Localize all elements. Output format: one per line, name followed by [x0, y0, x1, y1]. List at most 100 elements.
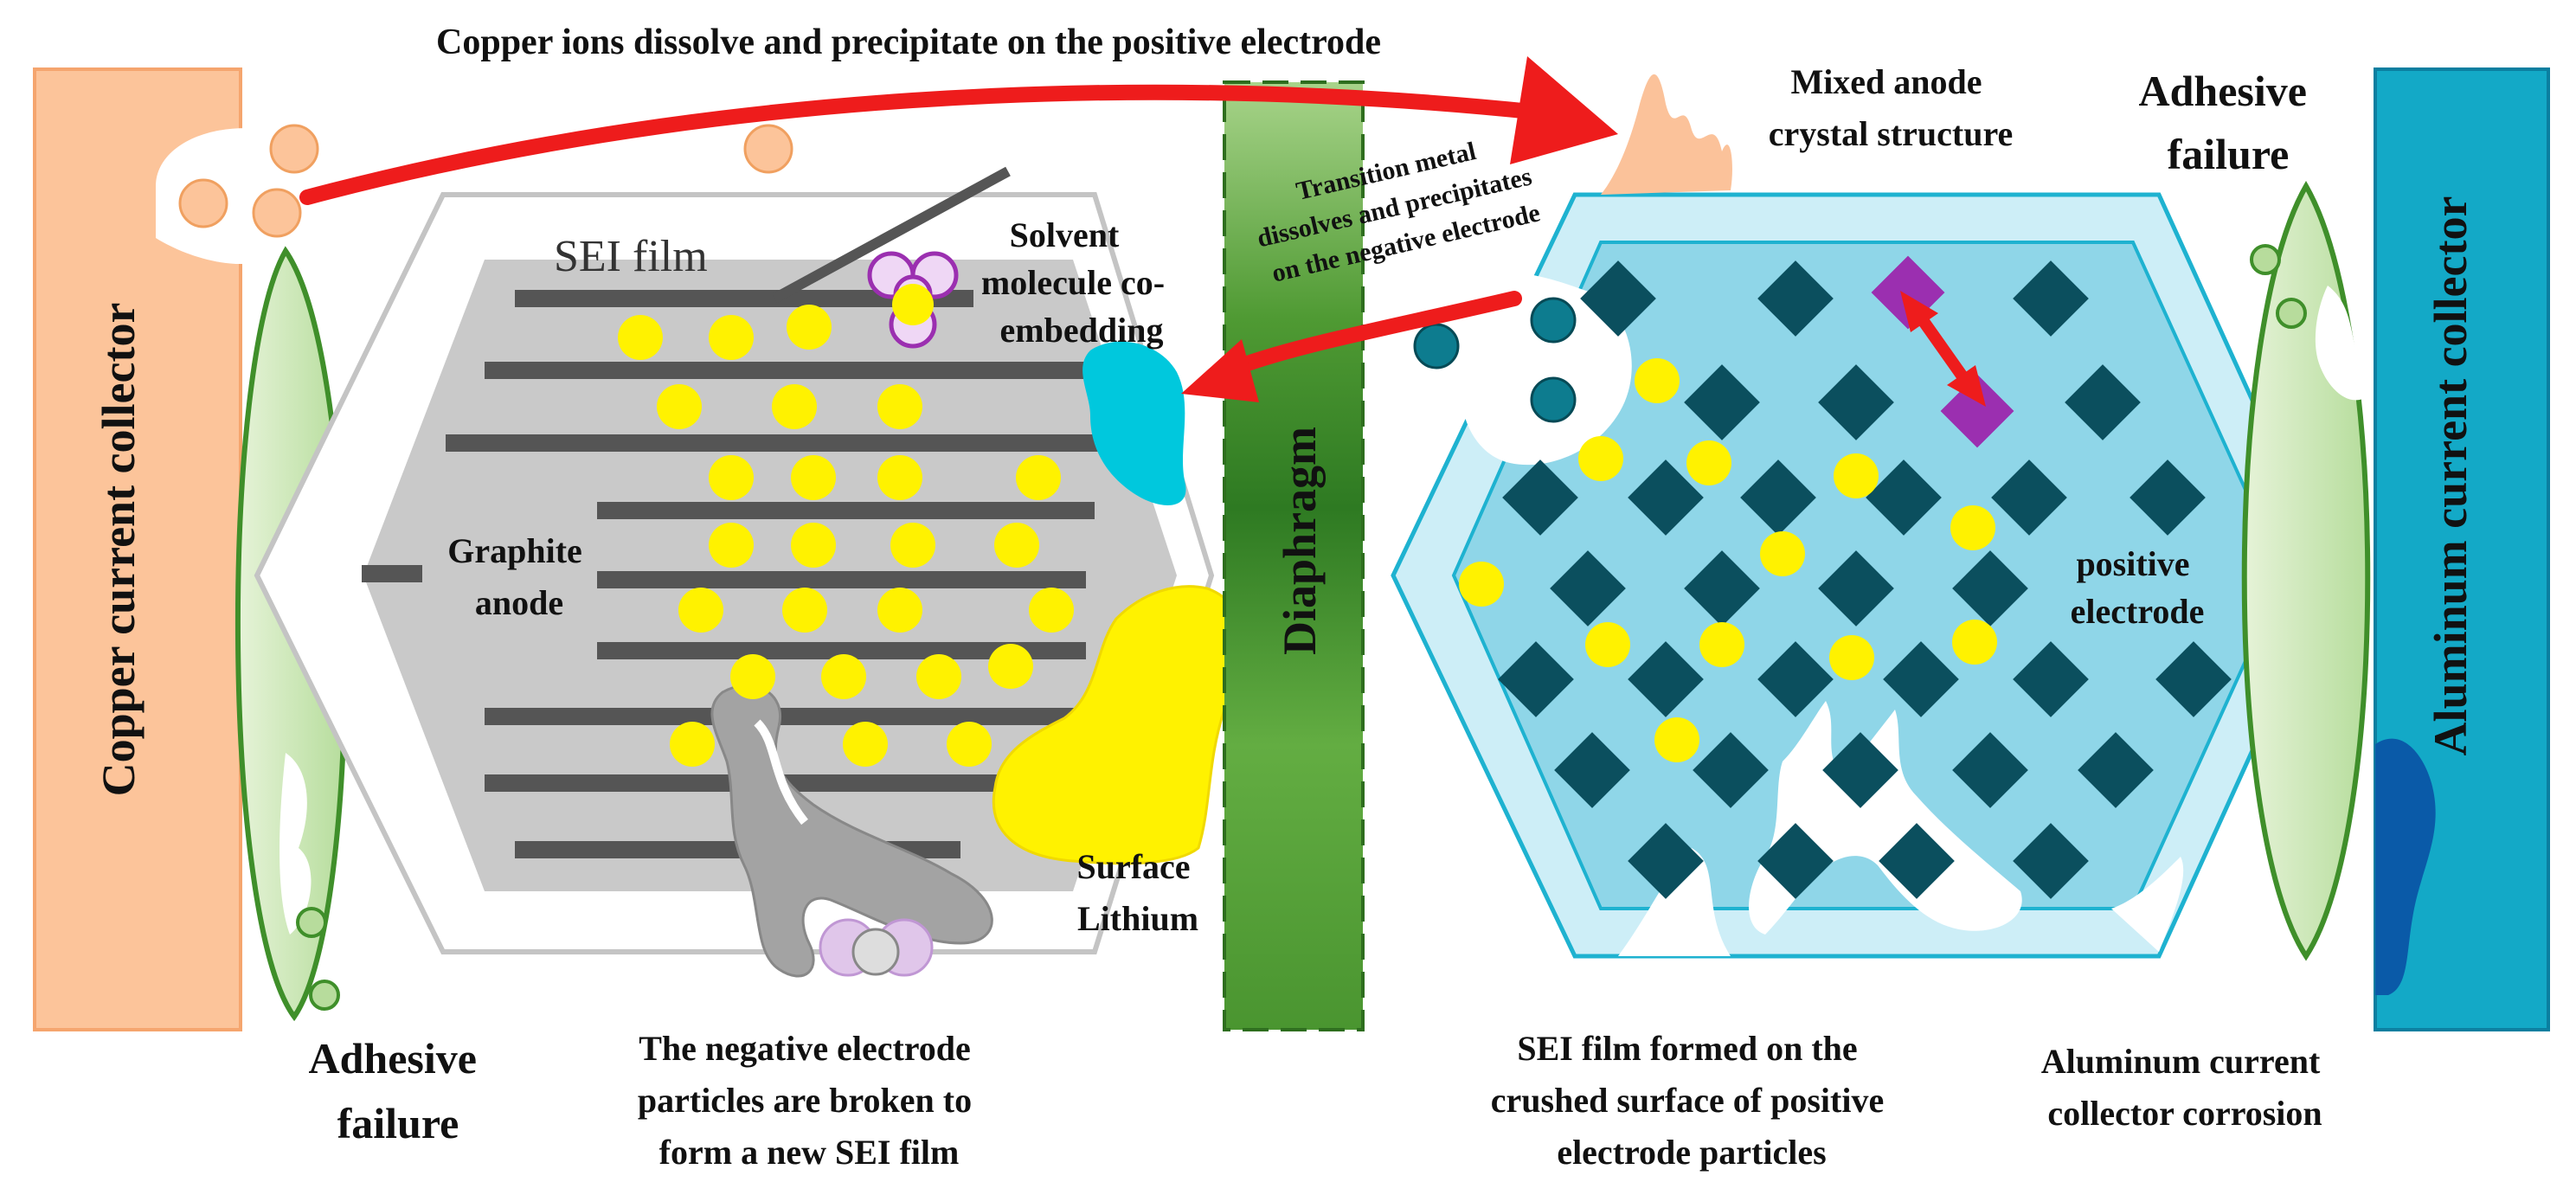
cathode-crack-center [1749, 701, 2022, 935]
cathode-crack-right [2111, 857, 2184, 952]
lithium-ion-icon [877, 455, 922, 500]
lithium-ion-icon [730, 654, 775, 699]
lithium-ion-icon [1760, 531, 1805, 576]
positive-electrode: positive electrode [1391, 74, 2335, 959]
transition-metal-pit [1460, 272, 1632, 466]
lithium-ion-icon [947, 722, 992, 767]
lithium-ion-icon [709, 523, 754, 568]
cathode-particle-icon [1550, 550, 1626, 626]
cathode-particle-icon [1554, 732, 1630, 808]
lithium-ion-icon [890, 523, 935, 568]
transition-metal-ion-icon [1530, 376, 1577, 423]
lithium-ion-icon [618, 315, 663, 360]
left-adhesive-crack [279, 753, 312, 935]
lithium-ion-icon [1578, 436, 1623, 481]
lithium-ion-icon [892, 284, 934, 325]
mixed-ion-icon [1940, 374, 2014, 448]
sei-crushed-label: SEI film formed on the crushed surface o… [1491, 1029, 1892, 1172]
graphite-anode-label: Graphite anode [447, 531, 591, 622]
lithium-ion-icon [1952, 620, 1997, 665]
cathode-particle-icon [1628, 459, 1704, 536]
transition-metal-ion-icon [1530, 297, 1577, 344]
cathode-particle-icon [1580, 260, 1656, 337]
lithium-ion-icon [994, 523, 1039, 568]
mixed-anode-crystal [1601, 74, 1732, 195]
copper-migration-arrow [299, 56, 1618, 205]
lithium-ion-icon [1834, 453, 1879, 498]
lithium-ion-icon [916, 654, 961, 699]
red-arrow-icon [299, 84, 1548, 205]
positive-electrode-label: positive electrode [2071, 544, 2205, 631]
gas-bubble-icon [309, 980, 340, 1011]
red-arrow-icon [1221, 291, 1522, 378]
diaphragm: Diaphragm [1223, 80, 1365, 1031]
gas-bubble-icon [2250, 244, 2281, 275]
lithium-ion-icon [843, 722, 888, 767]
lithium-ion-icon [787, 305, 832, 350]
right-adhesive-crack [2315, 286, 2375, 401]
red-arrowhead [1510, 56, 1618, 164]
lithium-ion-icon [988, 644, 1033, 689]
lithium-ion-icon [772, 384, 817, 429]
aluminum-corrosion [2375, 738, 2436, 995]
exchange-arrowhead-up [1900, 291, 1938, 332]
copper-ion-icon [743, 124, 793, 174]
lithium-ion-icon [709, 455, 754, 500]
cathode-particle-icon [1628, 641, 1704, 717]
lithium-ion-icon [1829, 635, 1874, 680]
cathode-lithium-ions [1459, 358, 1997, 762]
cathode-crack-left [1618, 848, 1731, 956]
lithium-ion-icon [821, 654, 866, 699]
exchange-arrow-icon [1911, 307, 1974, 389]
red-arrowhead [1181, 339, 1259, 402]
adhesive-failure-left-label: Adhesive failure [309, 1034, 488, 1147]
lithium-ion-icon [1016, 455, 1061, 500]
lithium-ion-icon [1950, 505, 1995, 550]
lithium-ion-icon [678, 588, 723, 633]
exchange-arrowhead-down [1947, 365, 1986, 407]
diaphragm-bar [1223, 80, 1365, 1031]
lithium-ion-icon [1585, 622, 1630, 667]
lithium-ion-icon [791, 523, 836, 568]
solvent-cyan-blob [1082, 341, 1186, 505]
lithium-ion-icon [877, 588, 922, 633]
solvent-co-embedding-label: Solvent molecule co- embedding [981, 215, 1173, 350]
lithium-ion-icon [782, 588, 827, 633]
sei-new-particle-icon [819, 918, 934, 977]
lithium-ion-icon [670, 722, 715, 767]
surface-lithium-label: Surface Lithium [1076, 847, 1198, 938]
lithium-ion-icon [791, 455, 836, 500]
copper-ion-icon [269, 124, 319, 174]
aluminum-corrosion-label: Aluminum current collector corrosion [2041, 1042, 2329, 1133]
right-binder-lens [2241, 180, 2375, 961]
cathode-particle-icon [1498, 641, 1574, 717]
cathode-particle-icon [1684, 550, 1760, 626]
gas-bubble-icon [2276, 298, 2307, 329]
lithium-ion-icon [1029, 588, 1074, 633]
lithium-ion-icon [1635, 358, 1680, 403]
diaphragm-label: Diaphragm [1274, 427, 1326, 655]
graphite-anode: Graphite anode SEI film [254, 166, 1215, 978]
cathode-particle-icon [1628, 823, 1704, 899]
broken-anode-particle [710, 684, 993, 978]
lithium-ion-icon [1699, 622, 1744, 667]
copper-ion-icon [252, 188, 302, 238]
sei-film-pointer [772, 166, 1011, 304]
lithium-ion-icon [1686, 440, 1731, 485]
lithium-ion-icon [1459, 562, 1504, 607]
adhesive-failure-right-label: Adhesive failure [2139, 67, 2318, 178]
negative-broken-label: The negative electrode particles are bro… [638, 1029, 980, 1172]
copper-ions-label: Copper ions dissolve and precipitate on … [436, 22, 1381, 62]
cathode-particle-icon [1684, 364, 1760, 440]
transition-metal-ion-icon [1413, 323, 1460, 369]
copper-collector-label: Copper current collector [93, 303, 145, 797]
mixed-anode-label: Mixed anode crystal structure [1769, 62, 2014, 153]
anode-lithium-ions [618, 284, 1074, 767]
cathode-particle-icon [1502, 459, 1578, 536]
lithium-ion-icon [657, 384, 702, 429]
transition-metal-ions [1413, 297, 1577, 423]
copper-ion-icon [178, 178, 228, 228]
lithium-ion-icon [709, 315, 754, 360]
aluminum-current-collector: Aluminum current collector [2374, 67, 2550, 1031]
